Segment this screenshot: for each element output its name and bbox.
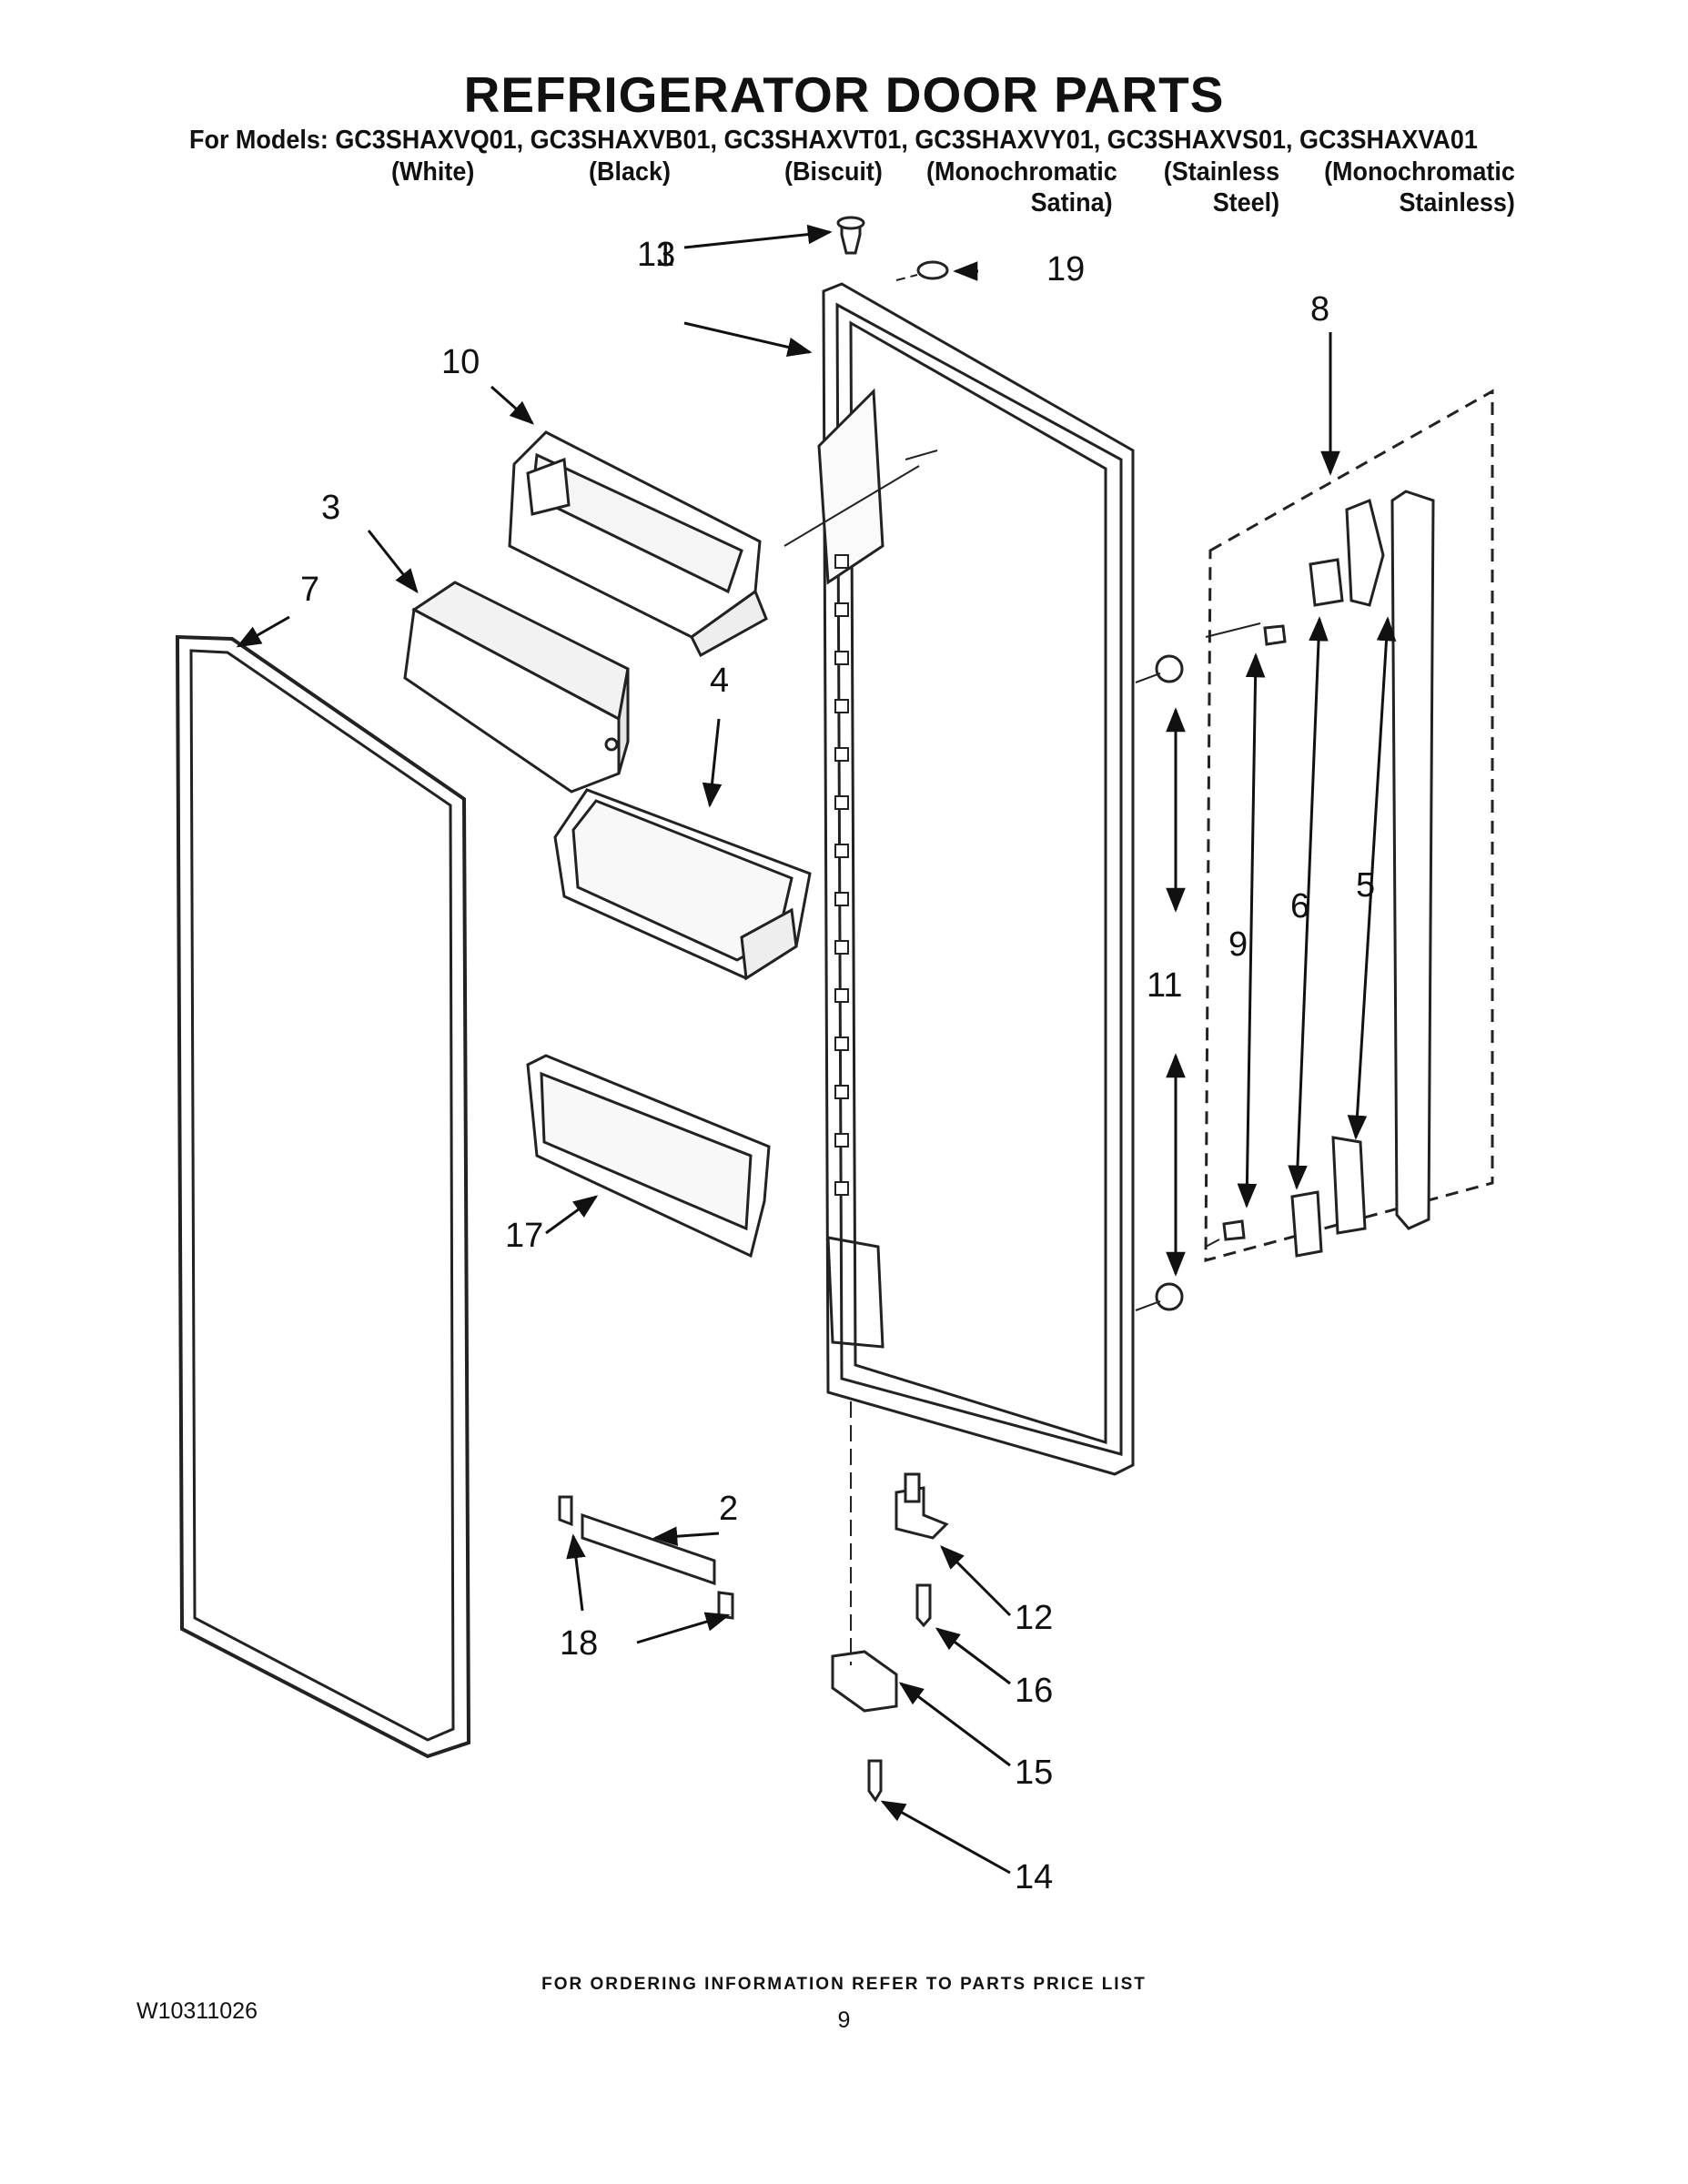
variant-black: (Black) [589, 157, 671, 187]
document-number: W10311026 [136, 1998, 258, 2024]
door-gasket-part [175, 634, 471, 1759]
callout-leaders [236, 224, 1397, 1875]
door-liner-part [817, 282, 1135, 1476]
screw-part [915, 1583, 932, 1628]
plug-button-part [1155, 654, 1184, 1311]
washer-part [916, 260, 949, 280]
callout-18: 18 [560, 1624, 598, 1663]
callout-6: 6 [1290, 887, 1309, 925]
door-bin-large-part [553, 788, 812, 981]
hinge-pin-part [895, 1472, 949, 1540]
variant-line2: Satina) [1030, 188, 1113, 217]
callout-3: 3 [321, 489, 340, 527]
callout-16: 16 [1015, 1672, 1053, 1710]
callout-labels: 1 2 3 4 5 6 7 8 9 10 11 12 13 14 15 16 1… [300, 236, 1375, 1896]
door-liner-shelf-notches [834, 554, 849, 1196]
callout-13: 13 [637, 236, 675, 274]
handle-screw-part [1222, 624, 1287, 1241]
callout-19: 19 [1046, 250, 1085, 288]
callout-2: 2 [719, 1490, 738, 1528]
callout-8: 8 [1310, 290, 1329, 329]
variant-line1: (Monochromatic [926, 157, 1117, 187]
ordering-note: FOR ORDERING INFORMATION REFER TO PARTS … [541, 1975, 1147, 1994]
callout-7: 7 [300, 571, 319, 609]
callout-5: 5 [1356, 866, 1375, 905]
variant-line1: (Monochromatic [1324, 157, 1515, 187]
variant-line2: Steel) [1212, 188, 1280, 217]
variant-monochromatic-satina: (Monochromatic Steel) Satina) [926, 157, 1117, 218]
trim-strip-part [558, 1495, 734, 1620]
variant-monochromatic-stainless: (Monochromatic Stainless) [1308, 157, 1515, 218]
construction-lines [783, 274, 1261, 1665]
callout-9: 9 [1228, 925, 1248, 964]
page-number: 9 [837, 2007, 851, 2033]
bolt-part [867, 1759, 883, 1803]
dairy-bin-part [508, 430, 768, 658]
variant-line1: (Biscuit) [784, 157, 883, 187]
callout-17: 17 [505, 1217, 543, 1255]
door-bin-small-part [526, 1054, 771, 1259]
variant-stainless-steel: (Stainless Steel) [1148, 157, 1279, 218]
variant-white: (White) [391, 157, 474, 187]
variant-line1: (Stainless [1163, 157, 1280, 187]
variant-line2: Stainless) [1399, 188, 1515, 217]
handle-assembly-box [1204, 389, 1494, 1262]
handle-part [1331, 490, 1435, 1235]
page-title: REFRIGERATOR DOOR PARTS [463, 66, 1225, 123]
callout-4: 4 [710, 662, 729, 700]
handle-bracket-part [1290, 558, 1344, 1258]
callout-15: 15 [1015, 1754, 1053, 1792]
callout-10: 10 [441, 343, 480, 381]
callout-12: 12 [1015, 1599, 1053, 1637]
variant-biscuit: (Biscuit) [784, 157, 883, 187]
callout-11: 11 [1147, 966, 1182, 1005]
hinge-bracket-part [831, 1650, 898, 1713]
variant-line1: (White) [391, 157, 475, 187]
variant-line1: (Black) [589, 157, 671, 187]
models-line: For Models: GC3SHAXVQ01, GC3SHAXVB01, GC… [189, 126, 1478, 155]
callout-1: 1 [655, 236, 674, 274]
dairy-door-part [403, 581, 630, 794]
callout-14: 14 [1015, 1858, 1053, 1896]
door-stop-part [836, 216, 865, 255]
